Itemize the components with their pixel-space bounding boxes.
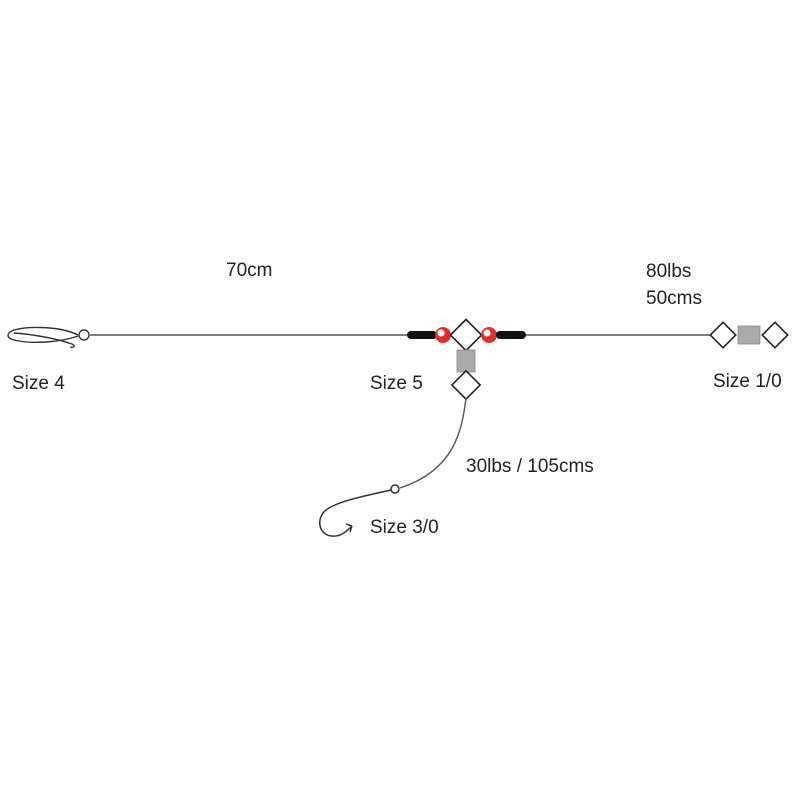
center-swivel-icon xyxy=(449,318,483,401)
snood-line xyxy=(399,397,467,489)
top-line-length-label: 50cms xyxy=(646,288,702,309)
right-crimp-icon xyxy=(496,331,526,339)
end-swivel-icon xyxy=(709,321,789,349)
end-swivel-size-label: Size 1/0 xyxy=(713,371,782,392)
snood-spec-label: 30lbs / 105cms xyxy=(466,456,594,477)
main-line-length-label: 70cm xyxy=(226,260,273,281)
center-swivel-size-label: Size 5 xyxy=(370,373,423,394)
top-line-strength-label: 80lbs xyxy=(646,261,692,282)
snap-size-label: Size 4 xyxy=(12,373,65,394)
right-bead-icon xyxy=(481,327,497,343)
left-crimp-icon xyxy=(407,331,437,339)
hook-size-label: Size 3/0 xyxy=(370,517,439,538)
left-bead-icon xyxy=(435,327,451,343)
clip-snap-icon xyxy=(7,326,90,348)
hook-icon xyxy=(319,484,400,537)
